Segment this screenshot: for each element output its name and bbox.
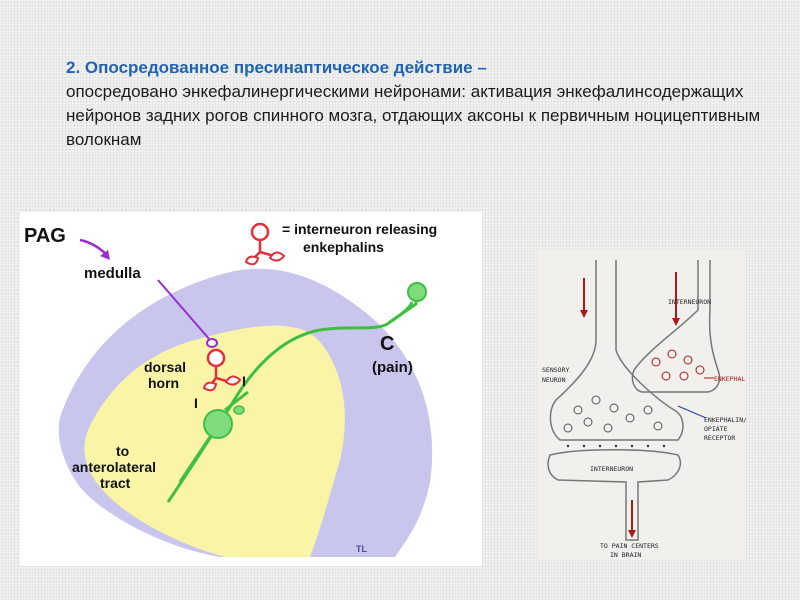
receptor-label-3: RECEPTOR [704, 434, 735, 442]
c-fiber-soma [408, 283, 426, 301]
item-heading: Опосредованное пресинаптическое действие… [85, 58, 487, 77]
legend-interneuron-soma [252, 224, 268, 240]
fiber-c-label: C [380, 333, 394, 355]
to-pain-label-2: IN BRAIN [610, 551, 641, 559]
spinal-cord-svg: PAG = interneuron releasing enkephalins … [20, 212, 482, 566]
anterolateral-label: anterolateral [72, 459, 156, 475]
enkephalin-interneuron-soma [208, 350, 224, 366]
tract-label: tract [100, 475, 131, 491]
to-label: to [116, 443, 129, 459]
legend-text-1: = interneuron releasing [282, 221, 437, 237]
signature-label: TL [356, 544, 367, 554]
sensory-vesicles [564, 396, 662, 432]
interneuron-top-label: INTERNEURON [668, 298, 711, 306]
item-body: опосредовано энкефалинергическими нейрон… [66, 82, 760, 149]
interneuron-arrowhead [672, 318, 680, 326]
legend-terminal-a [246, 257, 258, 265]
dorsal-label: dorsal [144, 359, 186, 375]
slide-text: 2. Опосредованное пресинаптическое дейст… [66, 56, 766, 152]
pag-label: PAG [24, 225, 66, 247]
second-order-neuron [204, 410, 232, 438]
interneuron-vesicles [652, 350, 704, 380]
sensory-neuron-outline [550, 260, 683, 440]
synaptic-dots [567, 445, 665, 447]
spinal-cord-diagram: PAG = interneuron releasing enkephalins … [20, 212, 482, 566]
c-fiber-terminal [234, 406, 244, 414]
receptor-pointer [678, 406, 706, 418]
enkephalin-label: ENKEPHALIN [714, 375, 746, 383]
synapse-diagram: INTERNEURON SENSORY NEURON ENKEPHALIN EN… [538, 250, 746, 560]
pain-label: (pain) [372, 359, 413, 376]
synapse-svg: INTERNEURON SENSORY NEURON ENKEPHALIN EN… [538, 250, 746, 560]
legend-text-2: enkephalins [303, 239, 384, 255]
horn-label: horn [148, 375, 179, 391]
purple-terminal [207, 339, 217, 347]
neuron-label: NEURON [542, 376, 566, 384]
interneuron-bottom-label: INTERNEURON [590, 465, 633, 473]
sensory-label: SENSORY [542, 366, 569, 374]
to-pain-label-1: TO PAIN CENTERS [600, 542, 659, 550]
receptor-label-2: OPIATE [704, 425, 728, 433]
output-arrowhead [628, 530, 636, 538]
receptor-label-1: ENKEPHALIN/ [704, 416, 746, 424]
sensory-arrowhead [580, 310, 588, 318]
inhibition-label-1: I [242, 373, 246, 389]
inhibition-label-2: I [194, 395, 198, 411]
medulla-label: medulla [84, 265, 141, 282]
enkephalin-terminal-a [204, 383, 216, 391]
legend-terminal-b [270, 252, 284, 260]
item-number: 2. [66, 58, 80, 77]
bottom-interneuron-outline [548, 450, 680, 540]
